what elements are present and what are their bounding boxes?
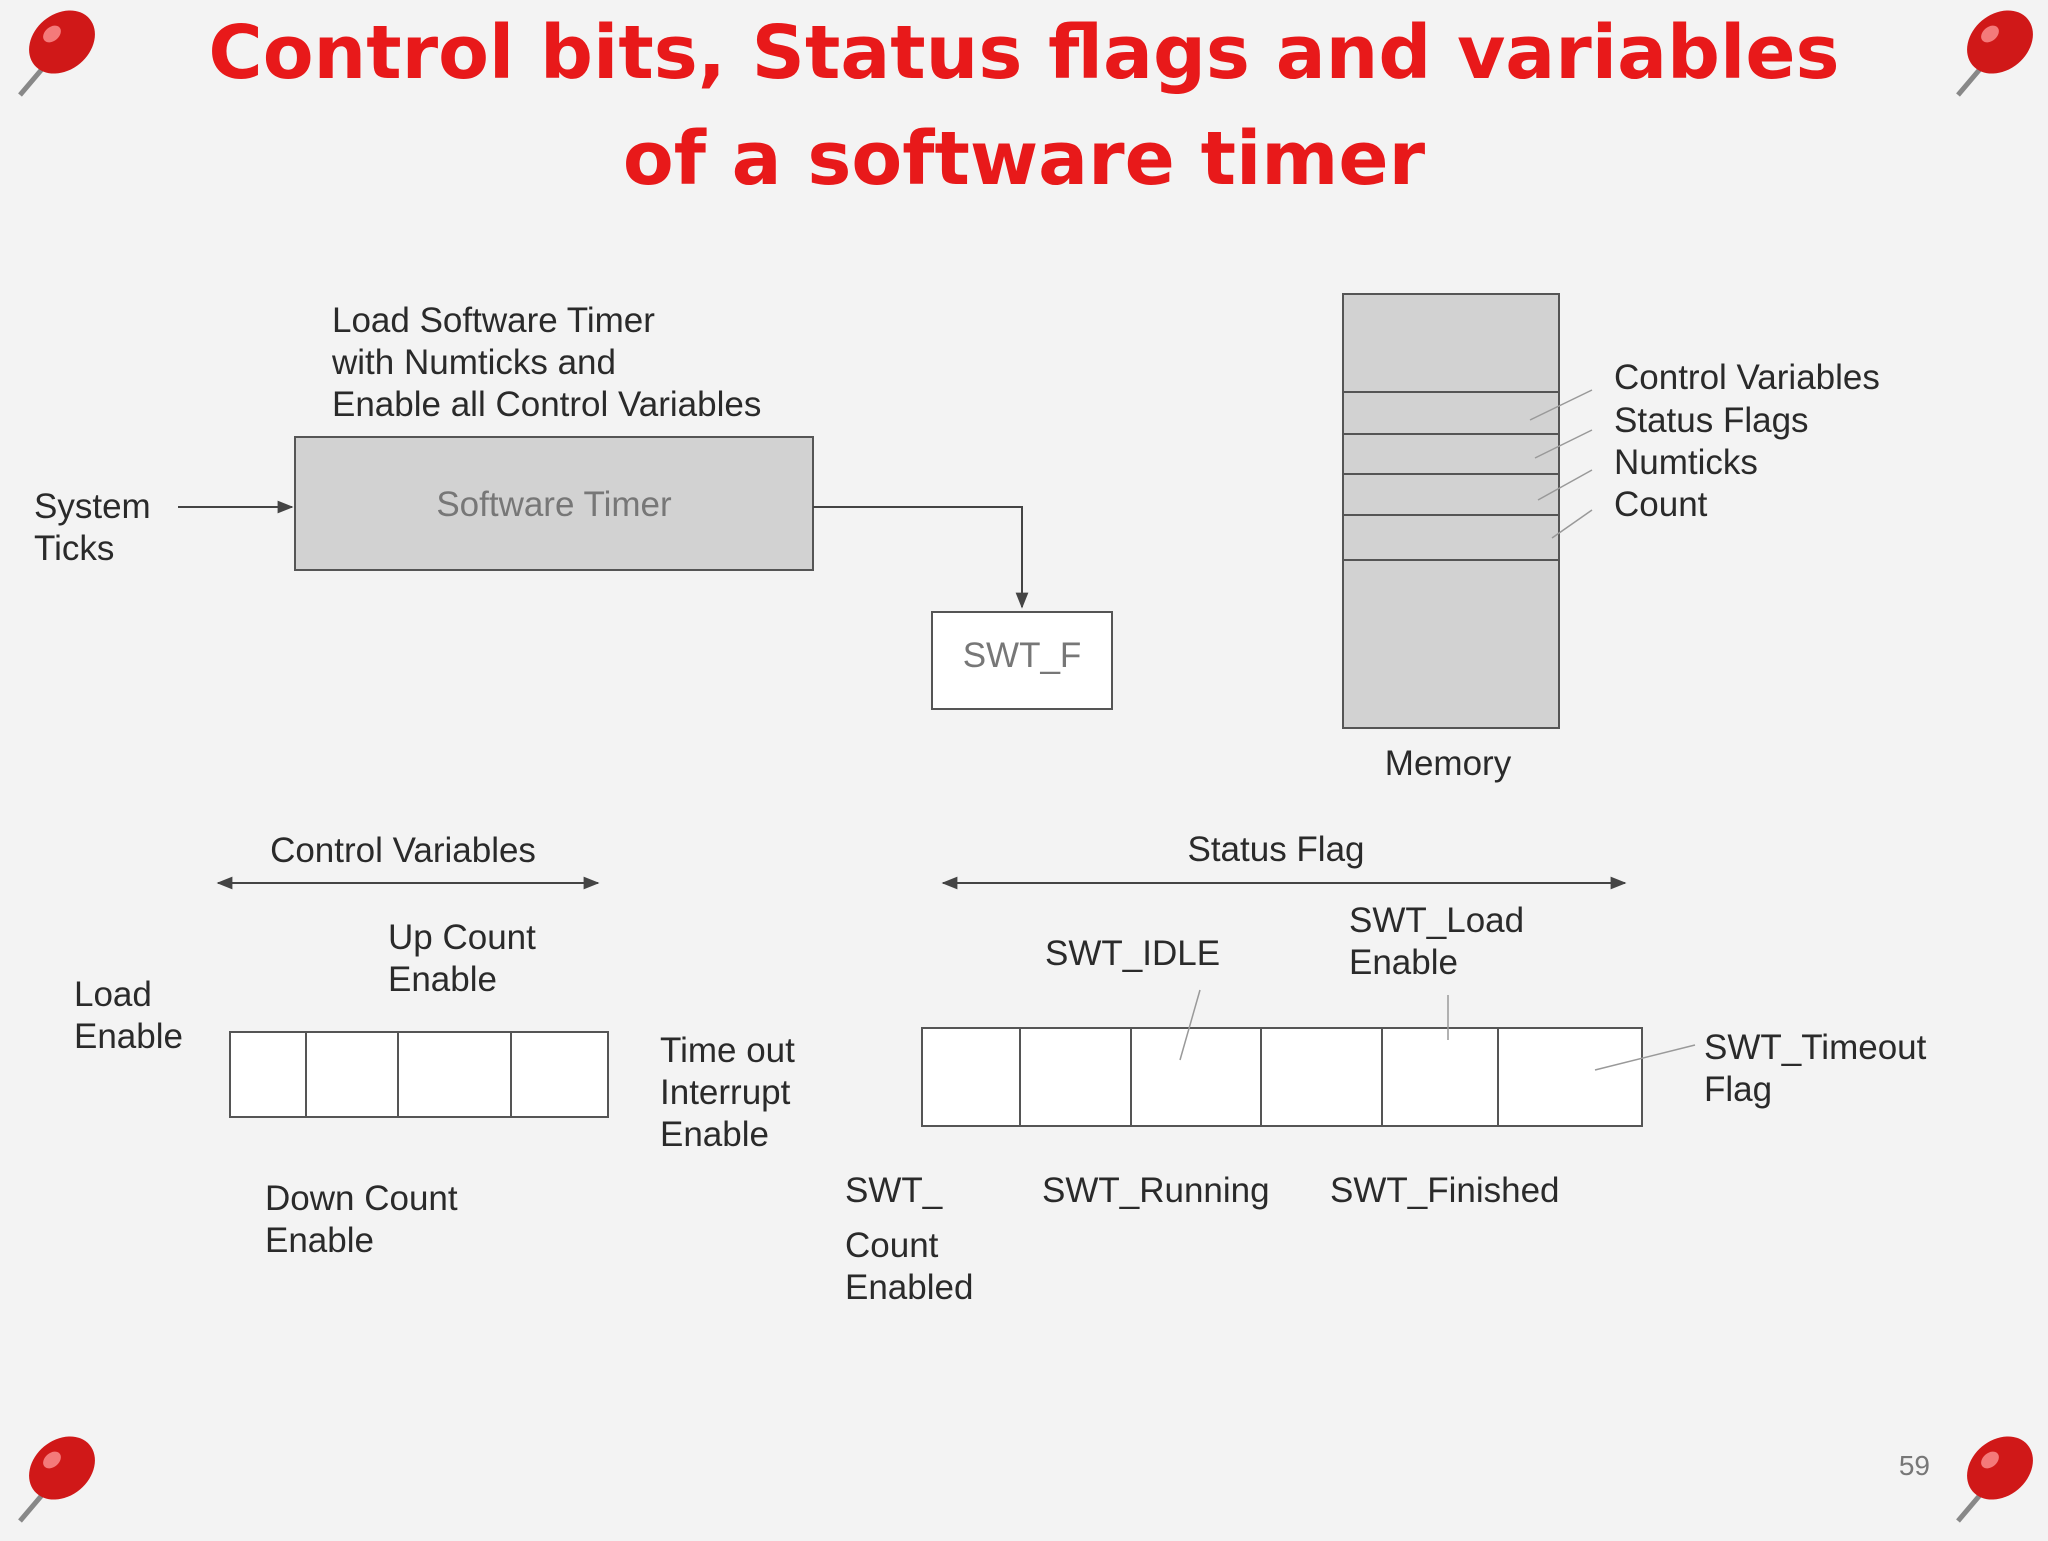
swt-f-connector	[813, 506, 1029, 609]
software-timer-label: Software Timer	[436, 485, 672, 524]
status-flag-heading: Status Flag	[1187, 830, 1364, 869]
system-ticks-label: System Ticks	[34, 487, 160, 568]
swt-count-enabled-label: SWT_ Count Enabled	[845, 1171, 973, 1307]
memory-block	[1342, 293, 1560, 729]
status-register	[921, 1027, 1643, 1127]
swt-idle-label: SWT_IDLE	[1045, 934, 1220, 973]
memory-caption: Memory	[1385, 744, 1512, 783]
swt-f-label: SWT_F	[963, 636, 1082, 675]
control-register	[229, 1031, 609, 1118]
control-variables-heading: Control Variables	[270, 831, 536, 870]
page-number: 59	[1898, 1450, 1930, 1481]
memory-label-numticks: Numticks	[1614, 443, 1758, 482]
up-count-enable-label: Up Count Enable	[388, 918, 546, 999]
swt-idle-leader	[1179, 989, 1201, 1061]
swt-running-label: SWT_Running	[1042, 1171, 1270, 1210]
software-timer-box	[294, 436, 814, 571]
pushpin-icon	[0, 1426, 110, 1536]
memory-label-control-variables: Control Variables	[1614, 358, 1880, 397]
memory-label-count: Count	[1614, 485, 1708, 524]
pushpin-icon	[0, 0, 110, 110]
swt-finished-label: SWT_Finished	[1330, 1171, 1560, 1210]
memory-leader-line	[1551, 509, 1593, 539]
pushpin-icon	[1938, 0, 2048, 110]
memory-leader-line	[1534, 429, 1593, 459]
down-count-enable-label: Down Count Enable	[265, 1179, 467, 1260]
swt-f-box	[931, 611, 1113, 710]
timeout-interrupt-enable-label: Time out Interrupt Enable	[660, 1031, 805, 1154]
load-software-timer-note: Load Software Timer with Numticks and En…	[331, 301, 761, 424]
slide-title: Control bits, Status flags and variables…	[208, 10, 1840, 202]
swt-load-enable-label: SWT_Load Enable	[1349, 901, 1534, 982]
memory-leader-line	[1537, 469, 1593, 501]
pushpin-icon	[1938, 1426, 2048, 1536]
memory-label-status-flags: Status Flags	[1614, 401, 1809, 440]
swt-timeout-leader	[1594, 1044, 1696, 1071]
memory-leader-line	[1529, 389, 1593, 421]
load-enable-label: Load Enable	[74, 975, 183, 1056]
swt-timeout-flag-label: SWT_Timeout Flag	[1704, 1028, 1936, 1109]
